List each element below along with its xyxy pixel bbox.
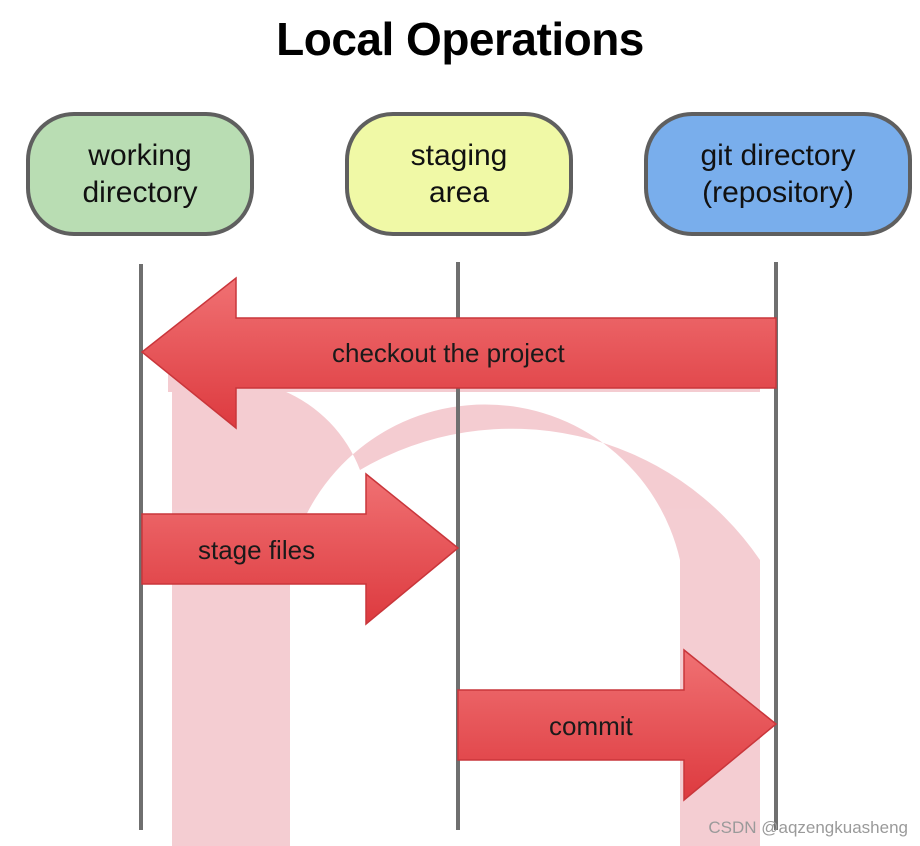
git-directory-lifeline <box>774 262 778 830</box>
git-directory-label-line2: (repository) <box>702 176 854 209</box>
stage-files-arrow <box>141 472 460 626</box>
staging-area-label-line2: area <box>428 176 490 209</box>
diagram-title: Local Operations <box>276 13 644 65</box>
stage-files-arrow-label: stage files <box>198 535 316 565</box>
commit-arrow-label: commit <box>549 711 633 741</box>
staging-area-label-line1: staging <box>410 139 508 172</box>
git-directory-box: git directory (repository) <box>644 112 912 236</box>
checkout-arrow <box>140 276 777 430</box>
working-directory-label-line2: directory <box>82 176 198 209</box>
working-directory-lifeline <box>139 264 143 830</box>
git-directory-label-line1: git directory <box>700 139 856 172</box>
working-directory-box: working directory <box>26 112 254 236</box>
commit-arrow <box>457 648 778 802</box>
watermark-text: CSDN @aqzengkuasheng <box>708 818 908 837</box>
staging-area-box: staging area <box>345 112 573 236</box>
staging-area-lifeline <box>456 262 460 830</box>
checkout-arrow-label: checkout the project <box>332 338 565 368</box>
working-directory-label-line1: working <box>88 139 192 172</box>
